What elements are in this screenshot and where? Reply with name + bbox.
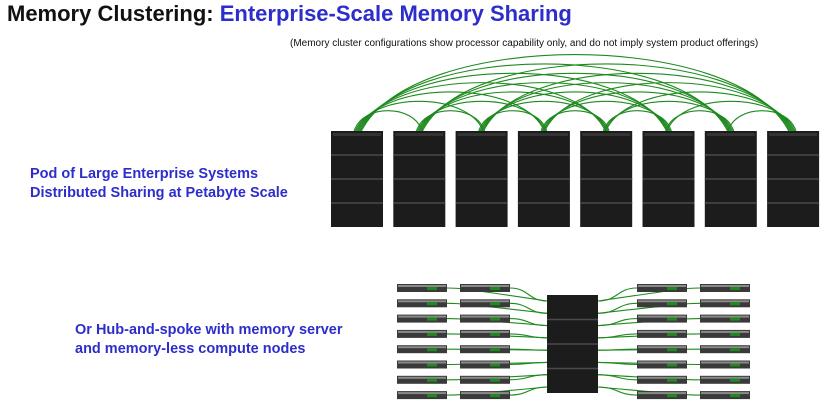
spoke-link xyxy=(509,302,548,314)
memory-server xyxy=(547,295,598,393)
compute-node xyxy=(700,391,750,400)
title-prefix: Memory Clustering: xyxy=(7,1,214,26)
spoke-link xyxy=(597,386,638,396)
pod-link xyxy=(478,110,548,132)
spoke-link xyxy=(509,333,548,339)
spoke-link xyxy=(509,374,548,381)
compute-node xyxy=(637,360,687,369)
compute-node xyxy=(637,299,687,308)
pod-link xyxy=(356,91,545,132)
pod-link xyxy=(540,110,610,132)
compute-node xyxy=(460,284,510,292)
compute-node xyxy=(637,314,687,323)
compute-node xyxy=(637,284,687,292)
compute-node xyxy=(700,345,750,354)
pod-link xyxy=(480,91,670,132)
pod-racks xyxy=(331,131,820,227)
page-title: Memory Clustering: Enterprise-Scale Memo… xyxy=(7,1,572,27)
compute-node xyxy=(397,299,447,308)
compute-node xyxy=(700,284,750,292)
rack-3 xyxy=(455,131,508,227)
compute-node xyxy=(397,329,447,338)
compute-node xyxy=(460,329,510,338)
compute-node xyxy=(700,375,750,384)
rack-8 xyxy=(767,131,820,227)
spoke-link xyxy=(509,318,548,327)
compute-node xyxy=(397,375,447,384)
pod-link xyxy=(418,91,608,132)
compute-node xyxy=(397,284,447,292)
compute-node xyxy=(460,360,510,369)
pod-caption-line1: Pod of Large Enterprise Systems xyxy=(30,166,259,182)
rack-7 xyxy=(704,131,757,227)
compute-node xyxy=(637,329,687,338)
pod-link xyxy=(727,110,797,132)
compute-node xyxy=(460,345,510,354)
compute-node xyxy=(700,299,750,308)
compute-node xyxy=(460,314,510,323)
pod-link xyxy=(666,100,796,132)
pod-link xyxy=(415,110,485,132)
pod-interconnect-links xyxy=(353,54,797,132)
compute-node xyxy=(460,375,510,384)
spoke-link xyxy=(509,361,548,366)
pod-caption: Pod of Large Enterprise Systems Distribu… xyxy=(30,165,288,203)
compute-node xyxy=(460,299,510,308)
compute-node xyxy=(397,391,447,400)
disclaimer-note: (Memory cluster configurations show proc… xyxy=(290,38,759,49)
hub-caption-line2: and memory-less compute nodes xyxy=(75,341,306,357)
compute-node xyxy=(637,345,687,354)
spoke-link xyxy=(509,348,548,351)
spoke-link xyxy=(509,386,548,396)
compute-node xyxy=(700,329,750,338)
rack-4 xyxy=(517,131,570,227)
pod-link xyxy=(605,91,795,132)
pod-link xyxy=(542,91,732,132)
compute-node xyxy=(700,314,750,323)
title-suffix: Enterprise-Scale Memory Sharing xyxy=(219,1,572,26)
pod-link xyxy=(353,110,423,132)
compute-nodes xyxy=(397,284,750,400)
compute-node xyxy=(637,391,687,400)
compute-node xyxy=(397,360,447,369)
compute-node xyxy=(397,345,447,354)
spoke-link xyxy=(597,287,638,302)
compute-node xyxy=(700,360,750,369)
compute-node xyxy=(637,375,687,384)
pod-link xyxy=(665,110,735,132)
compute-node xyxy=(397,314,447,323)
rack-1 xyxy=(331,131,383,227)
spoke-link xyxy=(509,287,548,302)
pod-link xyxy=(602,110,672,132)
rack-2 xyxy=(393,131,446,227)
rack-5 xyxy=(580,131,633,227)
compute-node xyxy=(460,391,510,400)
spoke-link xyxy=(597,302,638,314)
rack-6 xyxy=(642,131,695,227)
pod-caption-line2: Distributed Sharing at Petabyte Scale xyxy=(30,185,288,201)
hub-caption: Or Hub-and-spoke with memory server and … xyxy=(75,321,343,359)
hub-caption-line1: Or Hub-and-spoke with memory server xyxy=(75,322,343,338)
